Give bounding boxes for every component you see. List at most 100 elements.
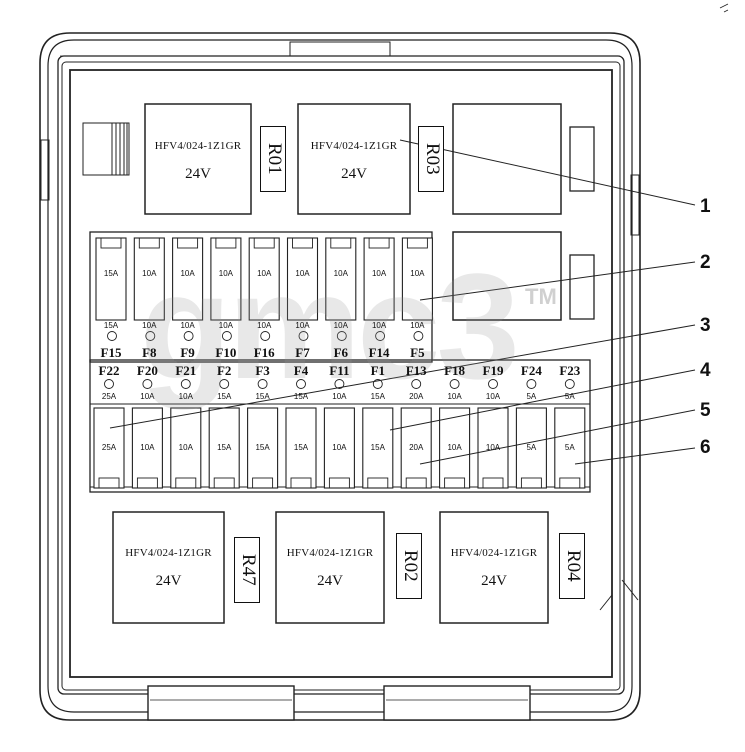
fuse-lower (554, 379, 586, 489)
fuse-id: F20 (136, 363, 158, 378)
fuse-lower (362, 379, 394, 489)
callout-5: 5 (700, 400, 711, 421)
fuse-id: F21 (175, 363, 197, 378)
fuse-lower (400, 379, 432, 489)
small-slot-mid-right (569, 254, 595, 320)
relay-model: HFV4/024-1Z1GR (154, 140, 242, 152)
fuse-id: F24 (520, 363, 542, 378)
fuse-rating-small: 10A (485, 392, 501, 401)
fuse-rating: 10A (485, 443, 501, 452)
fuse-id: F18 (444, 363, 466, 378)
fuse-rating-small: 10A (178, 392, 193, 401)
relay-box-r03 (297, 103, 411, 215)
fuse-id: F13 (405, 363, 427, 378)
fuse-rating-small: 15A (255, 392, 270, 401)
fuse-rating-small: 10A (332, 392, 347, 401)
hatched-connector (82, 122, 130, 176)
leader-line-2 (419, 261, 696, 301)
fuse-rating: 10A (371, 269, 387, 278)
fuse-id: F15 (100, 345, 122, 360)
fuse-lower (515, 379, 547, 489)
relay-model: HFV4/024-1Z1GR (125, 547, 212, 559)
leader-line-4 (389, 369, 696, 431)
fuse-upper (210, 237, 242, 341)
fuse-upper (95, 237, 127, 341)
relay-voltage: 24V (317, 573, 343, 589)
fuse-id: F6 (333, 345, 349, 360)
fuse-id: F11 (329, 363, 350, 378)
fuse-upper (133, 237, 165, 341)
fuse-id: F22 (98, 363, 120, 378)
fuse-upper (363, 237, 395, 341)
fuse-rating-small: 5A (526, 392, 537, 401)
relay-id-r03: R03 (418, 126, 444, 192)
small-slot-top-right (569, 126, 595, 192)
fuse-upper (248, 237, 280, 341)
fuse-rating: 10A (257, 269, 272, 278)
left-clip (40, 139, 50, 201)
fuse-rating: 10A (218, 269, 233, 278)
fuse-rating: 15A (255, 443, 270, 452)
bottom-tab-left (147, 685, 295, 721)
relay-label-r47: HFV4/024-1Z1GR 24V (113, 547, 224, 590)
callout-6: 6 (700, 437, 711, 458)
fuse-upper (401, 237, 433, 341)
fuse-lower (93, 379, 125, 489)
fuse-id: F8 (142, 345, 157, 360)
fuse-rating-small: 10A (447, 392, 462, 401)
relay-voltage: 24V (185, 166, 211, 182)
relay-slot-empty-mid (452, 231, 562, 321)
fuse-rating-small: 15A (370, 392, 385, 401)
fuse-rating-small: 10A (140, 392, 155, 401)
fuse-rating-small: 10A (257, 321, 272, 330)
fuse-rating: 10A (178, 443, 193, 452)
fuse-rating: 15A (103, 269, 119, 278)
fuse-rating: 10A (332, 443, 347, 452)
fuse-lower (170, 379, 202, 489)
fuse-id: F14 (368, 345, 390, 360)
relay-box-r01 (144, 103, 252, 215)
fuse-rating: 10A (180, 269, 195, 278)
fuse-id: F23 (559, 363, 581, 378)
relay-model: HFV4/024-1Z1GR (310, 140, 398, 152)
fuse-id: F1 (370, 363, 386, 378)
fuse-rating-small: 10A (333, 321, 348, 330)
watermark-tm: TM (525, 284, 557, 309)
fuse-rating: 25A (101, 443, 117, 452)
fuse-upper (325, 237, 357, 341)
fuse-rating: 5A (564, 443, 575, 452)
fuse-rating-small: 20A (409, 392, 424, 401)
relay-label-r03: HFV4/024-1Z1GR 24V (298, 140, 410, 183)
fuse-rating-small: 5A (564, 392, 575, 401)
housing-outer (39, 32, 641, 721)
fuse-id: F19 (482, 363, 504, 378)
top-latch (289, 41, 391, 57)
fuse-rating: 10A (295, 269, 310, 278)
fuse-id: F16 (253, 345, 275, 360)
relay-label-r04: HFV4/024-1Z1GR 24V (440, 547, 548, 590)
relay-model: HFV4/024-1Z1GR (286, 547, 374, 559)
fuse-id: F10 (215, 345, 237, 360)
fuse-lower (247, 379, 279, 489)
leader-line-5 (419, 409, 696, 465)
fuse-rating: 15A (370, 443, 385, 452)
fuse-rating-small: 25A (101, 392, 117, 401)
fuse-rating-small: 10A (295, 321, 310, 330)
fuse-rating-small: 10A (218, 321, 233, 330)
fuse-rating: 10A (333, 269, 348, 278)
fuse-id: F5 (410, 345, 425, 360)
relay-slot-empty-top (452, 103, 562, 215)
fuse-rating: 10A (410, 269, 425, 278)
relay-box-r04 (439, 511, 549, 624)
fuse-upper (172, 237, 204, 341)
fuse-lower (323, 379, 355, 489)
fuse-rating-small: 10A (180, 321, 195, 330)
fuse-rating: 20A (409, 443, 424, 452)
leader-line-1 (399, 139, 696, 206)
fuse-rating-small: 15A (217, 392, 232, 401)
fuse-rating-small: 10A (142, 321, 157, 330)
fuse-id: F7 (295, 345, 310, 360)
relay-box-r02 (275, 511, 385, 624)
housing-rim-2 (61, 61, 621, 691)
